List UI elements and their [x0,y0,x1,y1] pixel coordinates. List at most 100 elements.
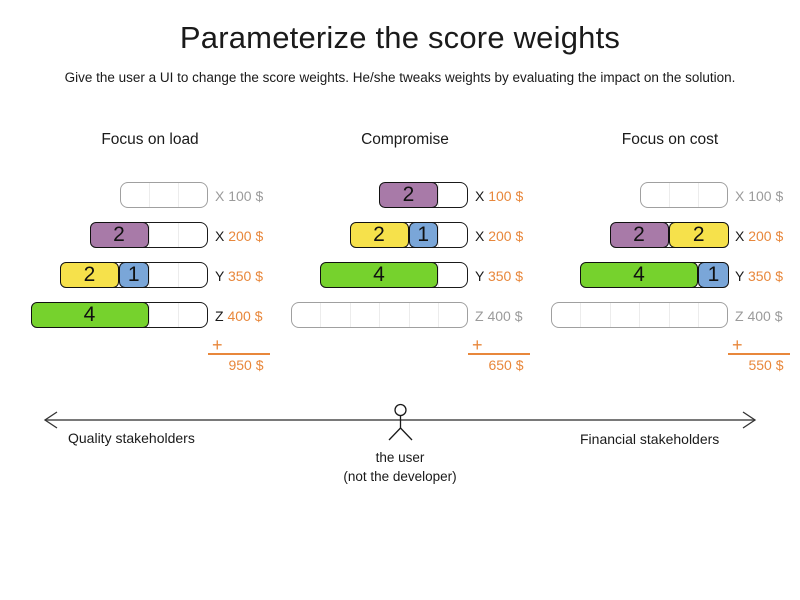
row-letter: Z [735,308,748,324]
row-letter: Y [215,268,228,284]
weight-track [119,182,208,208]
row-price: 400 $ [487,308,523,324]
weight-segment-purple: 2 [379,181,438,208]
row-label: X 100 $ [475,188,523,204]
row-letter: Y [475,268,488,284]
row-label: Z 400 $ [215,308,263,324]
weight-segment-blue: 1 [408,221,438,248]
unit-gridline [668,303,670,327]
stakeholder-axis [43,403,757,441]
weight-segment-purple: 2 [609,221,669,248]
column-title: Focus on load [101,131,199,148]
row-letter: X [215,188,229,204]
right-arrowhead-icon [742,411,757,429]
sum-plus-sign: + [212,335,223,355]
unit-gridline [639,303,640,327]
weight-segment-yellow: 2 [668,221,729,248]
row-letter: Y [735,268,748,284]
row-price: 100 $ [228,188,264,204]
unit-gridline [438,263,439,287]
weight-track [291,302,468,328]
sum-total: 550 $ [748,357,784,373]
row-label: Y 350 $ [475,268,523,284]
sum-underline [728,353,790,355]
weight-segment-blue: 1 [698,261,729,288]
unit-gridline [178,183,179,207]
row-label: X 200 $ [215,228,263,244]
unit-gridline [148,223,150,247]
column-title: Compromise [361,131,449,148]
unit-gridline [698,303,699,327]
unit-gridline [408,303,410,327]
unit-gridline [178,263,179,287]
row-price: 350 $ [747,268,784,284]
axis-label-financial: Financial stakeholders [580,431,720,447]
weight-track: 4 [30,301,208,328]
row-label: Z 400 $ [735,308,783,324]
user-label-line1: the user [375,450,425,465]
user-stick-figure-icon [388,403,413,441]
user-label-line2: (not the developer) [343,469,457,484]
unit-gridline [349,303,351,327]
row-letter: X [475,228,489,244]
weight-segment-yellow: 2 [349,221,409,248]
row-label: X 200 $ [735,228,783,244]
row-letter: Z [215,308,228,324]
page-subtitle: Give the user a UI to change the score w… [64,70,736,85]
weight-segment-yellow: 2 [60,261,119,288]
row-letter: X [215,228,229,244]
page-title: Parameterize the score weights [179,20,621,55]
row-price: 400 $ [227,308,263,324]
weight-segment-purple: 2 [89,221,149,248]
row-label: X 100 $ [215,188,263,204]
weight-track [639,182,728,208]
sum-underline [468,353,530,355]
row-price: 400 $ [747,308,783,324]
sum-plus-sign: + [732,335,743,355]
column-title: Focus on cost [621,131,719,148]
row-label: Z 400 $ [475,308,523,324]
row-price: 200 $ [488,228,524,244]
row-letter: X [735,228,749,244]
weight-track [551,302,728,328]
sum-total: 950 $ [228,357,264,373]
unit-gridline [148,303,150,327]
row-label: X 200 $ [475,228,523,244]
weight-track: 4 [320,261,468,288]
row-price: 100 $ [748,188,784,204]
row-price: 350 $ [487,268,524,284]
sum-underline [208,353,270,355]
unit-gridline [438,183,439,207]
unit-gridline [438,223,439,247]
row-price: 350 $ [227,268,264,284]
row-label: X 100 $ [735,188,783,204]
unit-gridline [178,303,179,327]
sum-plus-sign: + [472,335,483,355]
unit-gridline [580,303,581,327]
unit-gridline [698,183,699,207]
unit-gridline [438,303,439,327]
row-letter: X [475,188,489,204]
sum-total: 650 $ [488,357,524,373]
axis-label-quality: Quality stakeholders [68,430,195,446]
unit-gridline [609,303,611,327]
unit-gridline [148,183,150,207]
row-price: 200 $ [228,228,264,244]
row-letter: X [735,188,749,204]
weight-track: 2 [379,181,468,208]
weight-segment-green: 4 [30,301,149,328]
unit-gridline [178,223,179,247]
weight-segment-green: 4 [580,261,698,288]
weight-segment-blue: 1 [119,261,149,288]
row-label: Y 350 $ [735,268,783,284]
row-letter: Z [475,308,488,324]
row-price: 200 $ [748,228,784,244]
unit-gridline [148,263,150,287]
row-price: 100 $ [488,188,524,204]
unit-gridline [320,303,321,327]
left-arrowhead-icon [43,411,58,429]
